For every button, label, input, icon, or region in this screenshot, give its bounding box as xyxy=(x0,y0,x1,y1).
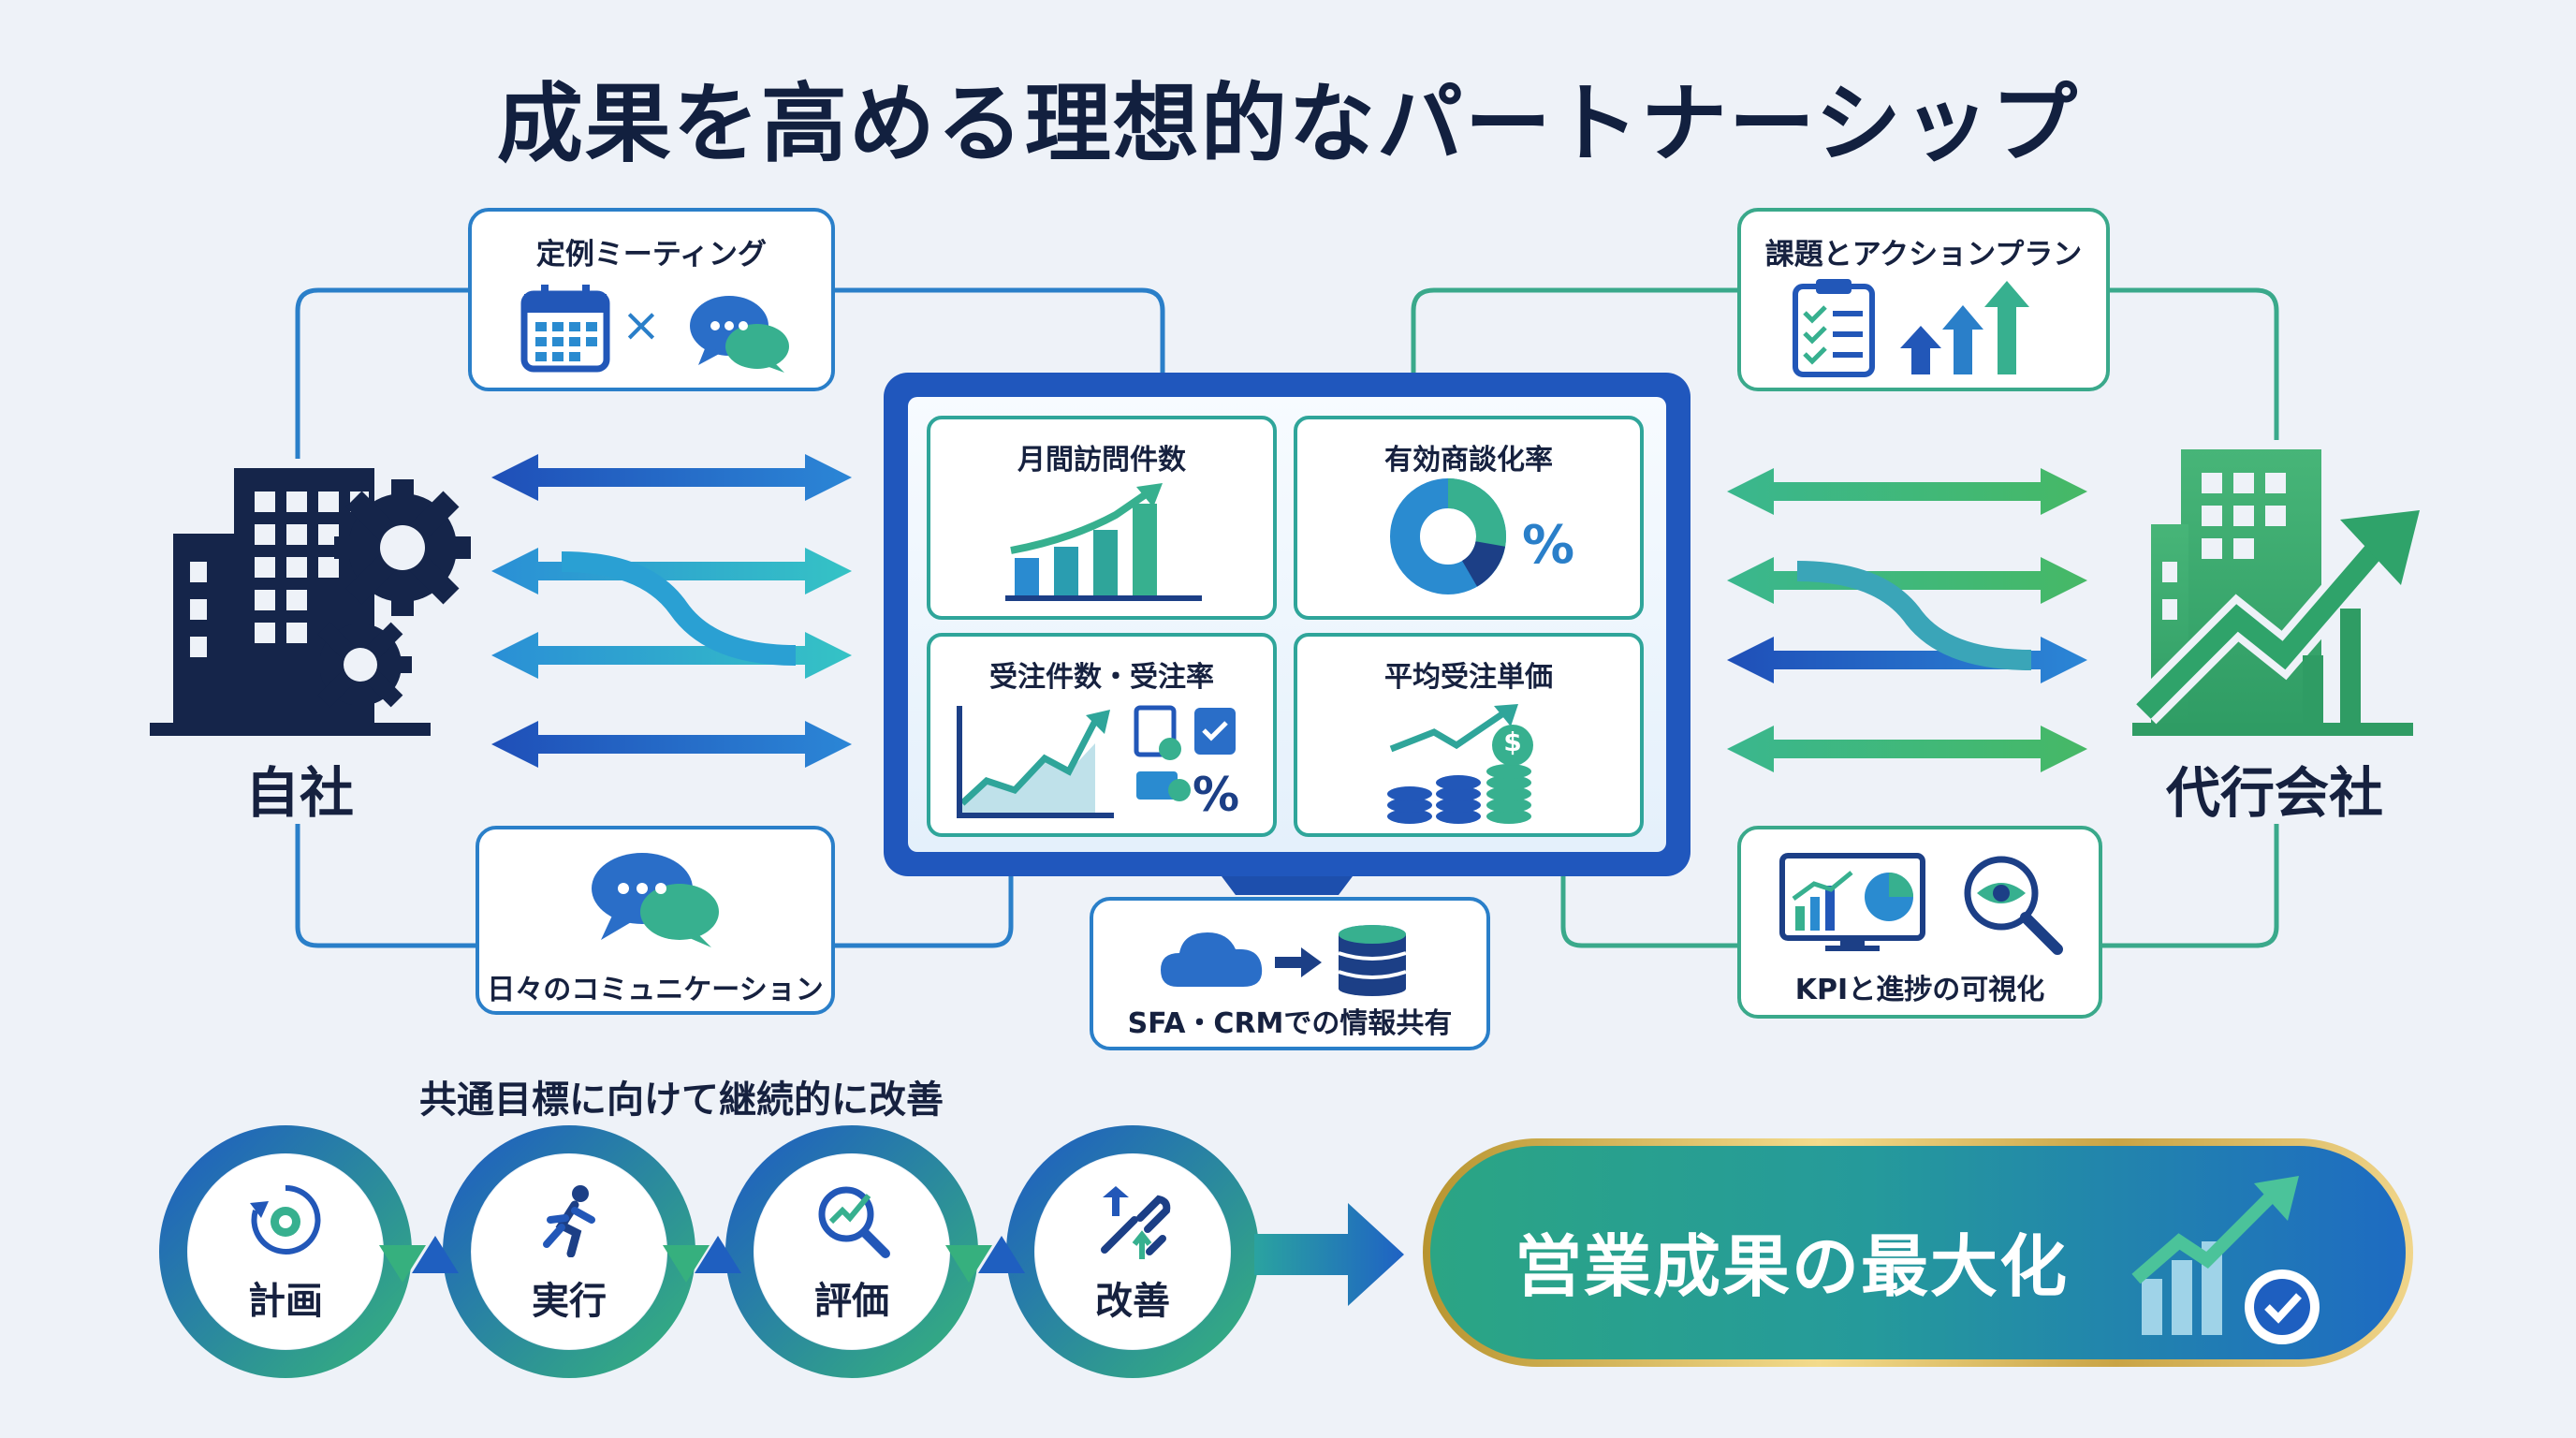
cycle-step-label: 評価 xyxy=(814,1280,889,1323)
left-entity-label: 自社 xyxy=(244,761,354,825)
cycle-arrowheads xyxy=(379,1236,1025,1283)
coins-chart-icon xyxy=(1387,704,1533,824)
connector-lines-right xyxy=(1411,287,2279,948)
kpi-panel-label: 月間訪問件数 xyxy=(1017,444,1186,477)
regular-meeting-label: 定例ミーティング xyxy=(535,238,768,271)
building-gears-icon xyxy=(150,468,471,736)
kpi-panel-avg-price: 平均受注単価 $ xyxy=(1294,633,1644,837)
goal-badge: 営業成果の最大化 xyxy=(1423,1138,2413,1367)
kpi-panel-deal-conversion: 有効商談化率 % xyxy=(1294,416,1644,620)
building-growth-icon xyxy=(2130,449,2420,736)
line-chart-icon xyxy=(957,705,1236,818)
monitor-chart-icon xyxy=(1779,853,1925,951)
kpi-visualization-label: KPIと進捗の可視化 xyxy=(1794,974,2045,1006)
kpi-panel-monthly-visits: 月間訪問件数 xyxy=(927,416,1277,620)
calendar-icon xyxy=(520,285,610,373)
page-title: 成果を高める理想的なパートナーシップ xyxy=(496,74,2080,174)
checklist-icon xyxy=(1793,279,1875,377)
dashboard-screen: 月間訪問件数 有効商談化率 % 受注件数・受注率 xyxy=(908,397,1666,852)
cycle-step-improve: 改善 xyxy=(1035,1154,1230,1349)
sfa-crm-label: SFA・CRMでの情報共有 xyxy=(1127,1007,1453,1040)
monitor-stand xyxy=(1222,876,1353,895)
bar-chart-icon xyxy=(1005,483,1202,601)
exchange-arrows-left xyxy=(491,454,852,768)
goal-arrow xyxy=(1254,1203,1404,1306)
kpi-panel-label: 平均受注単価 xyxy=(1384,661,1553,694)
cycle-heading: 共通目標に向けて継続的に改善 xyxy=(419,1078,944,1122)
goal-badge-inner: 営業成果の最大化 xyxy=(1430,1146,2406,1359)
database-icon xyxy=(1338,925,1407,996)
cycle-step-label: 改善 xyxy=(1095,1280,1170,1323)
cycle-step-label: 計画 xyxy=(248,1280,323,1323)
running-person-icon xyxy=(543,1185,595,1257)
percent-symbol: % xyxy=(1193,768,1240,822)
chart-check-icon xyxy=(2131,1176,2320,1344)
kpi-visualization-card: KPIと進捗の可視化 xyxy=(1737,826,2102,1019)
up-arrows-icon xyxy=(1900,281,2029,374)
magnifier-chart-icon xyxy=(818,1186,890,1258)
dashboard-monitor: 月間訪問件数 有効商談化率 % 受注件数・受注率 xyxy=(884,373,1690,876)
cycle-step-plan: 計画 xyxy=(188,1154,383,1349)
percent-symbol: % xyxy=(1522,515,1575,576)
regular-meeting-card: 定例ミーティング × xyxy=(468,208,835,391)
cycle-step-label: 実行 xyxy=(532,1280,607,1323)
goal-label: 営業成果の最大化 xyxy=(1515,1227,2070,1306)
cycle-step-evaluate: 評価 xyxy=(754,1154,949,1349)
daily-communication-label: 日々のコミュニケーション xyxy=(487,974,824,1006)
magnifier-eye-icon xyxy=(1964,856,2063,955)
connector-lines-left xyxy=(295,287,1165,948)
chat-bubbles-icon xyxy=(690,296,789,373)
dollar-symbol: $ xyxy=(1503,726,1522,757)
kpi-panel-label: 有効商談化率 xyxy=(1384,444,1553,477)
daily-communication-card: 日々のコミュニケーション xyxy=(476,826,835,1015)
tools-arrows-icon xyxy=(1101,1186,1171,1259)
exchange-arrows-right xyxy=(1727,468,2087,772)
times-symbol: × xyxy=(622,298,661,352)
cloud-icon xyxy=(1161,932,1263,987)
arrow-right-icon xyxy=(1275,947,1322,977)
kpi-panel-label: 受注件数・受注率 xyxy=(989,661,1214,694)
kpi-panel-orders: 受注件数・受注率 % xyxy=(927,633,1277,837)
cycle-step-execute: 実行 xyxy=(472,1154,666,1349)
donut-chart-icon xyxy=(1390,478,1506,594)
action-plan-label: 課題とアクションプラン xyxy=(1764,238,2083,271)
sfa-crm-card: SFA・CRMでの情報共有 xyxy=(1090,897,1490,1050)
chat-bubbles-icon xyxy=(592,853,719,947)
right-entity-label: 代行会社 xyxy=(2165,761,2383,825)
gear-cycle-icon xyxy=(250,1184,321,1255)
action-plan-card: 課題とアクションプラン xyxy=(1737,208,2110,391)
